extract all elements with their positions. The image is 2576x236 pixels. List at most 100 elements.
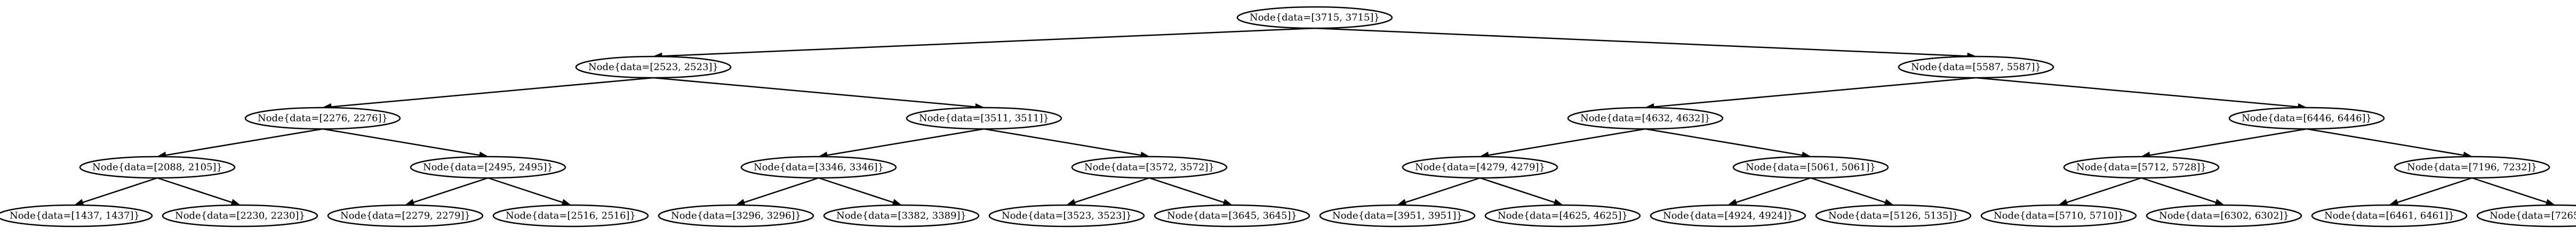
node-label: Node{data=[4632, 4632]} (1580, 113, 1710, 124)
edge-line (827, 128, 985, 156)
edge-line (743, 177, 819, 204)
node-ellipse (1319, 204, 1476, 227)
tree-node-n4625: Node{data=[4625, 4625]} (1484, 204, 1641, 227)
node-ellipse (244, 107, 401, 130)
node-label: Node{data=[5587, 5587]} (1911, 62, 2041, 73)
node-label: Node{data=[3715, 3715]} (1250, 12, 1380, 23)
edge-n2523-n2276 (322, 77, 654, 111)
edge-n3572-n3523 (1066, 177, 1150, 206)
node-label: Node{data=[4279, 4279]} (1415, 162, 1545, 173)
tree-node-n4632: Node{data=[4632, 4632]} (1567, 107, 1724, 130)
edge-line (82, 177, 158, 204)
edge-line (1653, 77, 1977, 108)
node-ellipse (575, 55, 732, 79)
edge-line (983, 128, 1141, 156)
edge-n3715-n5587 (1314, 27, 1977, 60)
edge-n5587-n6446 (1975, 77, 2308, 111)
node-label: Node{data=[2088, 2105]} (92, 162, 222, 173)
tree-node-n2276: Node{data=[2276, 2276]} (244, 107, 401, 130)
edge-line (2149, 128, 2307, 156)
node-label: Node{data=[3346, 3346]} (754, 162, 884, 173)
tree-node-n5712: Node{data=[5712, 5728]} (2063, 156, 2220, 179)
tree-node-n2523: Node{data=[2523, 2523]} (575, 55, 732, 79)
node-label: Node{data=[2523, 2523]} (588, 62, 718, 73)
tree-node-n3523: Node{data=[3523, 3523]} (988, 204, 1145, 227)
tree-node-n2230: Node{data=[2230, 2230]} (162, 204, 318, 227)
tree-node-n3951: Node{data=[3951, 3951]} (1319, 204, 1476, 227)
node-ellipse (1567, 107, 1724, 130)
edge-line (1149, 177, 1225, 204)
edge-n4632-n5061 (1645, 128, 1812, 159)
tree-node-n2495: Node{data=[2495, 2495]} (410, 156, 566, 179)
tree-node-n2088: Node{data=[2088, 2105]} (79, 156, 236, 179)
edge-n5061-n4924 (1727, 177, 1811, 206)
edge-n4279-n4625 (1479, 177, 1564, 206)
edge-line (487, 177, 563, 204)
tree-node-n6461: Node{data=[6461, 6461]} (2311, 204, 2468, 227)
node-ellipse (2394, 156, 2550, 179)
node-label: Node{data=[7265, 7265]} (2490, 210, 2576, 222)
edge-line (157, 177, 233, 204)
edge-line (653, 77, 976, 108)
node-label: Node{data=[3572, 3572]} (1084, 162, 1214, 173)
node-ellipse (1484, 204, 1641, 227)
edge-n5587-n4632 (1644, 77, 1977, 111)
tree-node-n2516: Node{data=[2516, 2516]} (492, 204, 649, 227)
node-label: Node{data=[2276, 2276]} (258, 113, 388, 124)
node-ellipse (410, 156, 566, 179)
edge-line (2397, 177, 2473, 204)
edge-line (1975, 77, 2299, 108)
edge-n3572-n3645 (1149, 177, 1233, 206)
edge-n2088-n2230 (157, 177, 241, 206)
edge-line (818, 177, 894, 204)
edge-n2495-n2279 (404, 177, 489, 206)
edge-line (1810, 177, 1886, 204)
edge-n2088-n1437 (74, 177, 158, 206)
node-label: Node{data=[3523, 3523]} (1002, 210, 1132, 222)
node-ellipse (2311, 204, 2468, 227)
node-ellipse (1154, 204, 1310, 227)
edge-line (165, 128, 323, 156)
edge-n6446-n5712 (2140, 128, 2307, 159)
edge-n5061-n5126 (1810, 177, 1894, 206)
node-label: Node{data=[4924, 4924]} (1663, 210, 1793, 222)
edge-n3346-n3382 (818, 177, 902, 206)
tree-node-n3511: Node{data=[3511, 3511]} (906, 107, 1062, 130)
edge-line (1479, 177, 1555, 204)
node-label: Node{data=[5061, 5061]} (1746, 162, 1876, 173)
tree-node-n3382: Node{data=[3382, 3389]} (823, 204, 980, 227)
node-label: Node{data=[6446, 6446]} (2242, 113, 2372, 124)
edge-line (1645, 128, 1803, 156)
tree-node-n4279: Node{data=[4279, 4279]} (1402, 156, 1558, 179)
node-label: Node{data=[1437, 1437]} (10, 210, 140, 222)
node-ellipse (658, 204, 814, 227)
node-label: Node{data=[2516, 2516]} (506, 210, 636, 222)
node-label: Node{data=[3511, 3511]} (919, 113, 1049, 124)
node-ellipse (2063, 156, 2220, 179)
tree-node-n2279: Node{data=[2279, 2279]} (327, 204, 484, 227)
node-label: Node{data=[5710, 5710]} (1994, 210, 2124, 222)
tree-node-n3346: Node{data=[3346, 3346]} (740, 156, 897, 179)
tree-node-n5710: Node{data=[5710, 5710]} (1980, 204, 2137, 227)
edge-n3511-n3346 (818, 128, 985, 159)
node-label: Node{data=[4625, 4625]} (1498, 210, 1628, 222)
tree-node-n7196: Node{data=[7196, 7232]} (2394, 156, 2550, 179)
tree-node-n6446: Node{data=[6446, 6446]} (2228, 107, 2385, 130)
nodes: Node{data=[3715, 3715]} Node{data=[2523, … (0, 6, 2576, 227)
node-ellipse (79, 156, 236, 179)
node-label: Node{data=[2230, 2230]} (175, 210, 305, 222)
edge-line (1735, 177, 1811, 204)
node-ellipse (492, 204, 649, 227)
edges (74, 27, 2556, 206)
node-ellipse (1071, 156, 1228, 179)
edge-n4632-n4279 (1479, 128, 1646, 159)
tree-node-n4924: Node{data=[4924, 4924]} (1650, 204, 1806, 227)
node-label: Node{data=[5712, 5728]} (2076, 162, 2206, 173)
edge-line (2066, 177, 2142, 204)
edge-n5712-n6302 (2141, 177, 2225, 206)
node-ellipse (1980, 204, 2137, 227)
tree-node-n3572: Node{data=[3572, 3572]} (1071, 156, 1228, 179)
node-label: Node{data=[7196, 7232]} (2407, 162, 2537, 173)
node-ellipse (1236, 6, 1393, 29)
